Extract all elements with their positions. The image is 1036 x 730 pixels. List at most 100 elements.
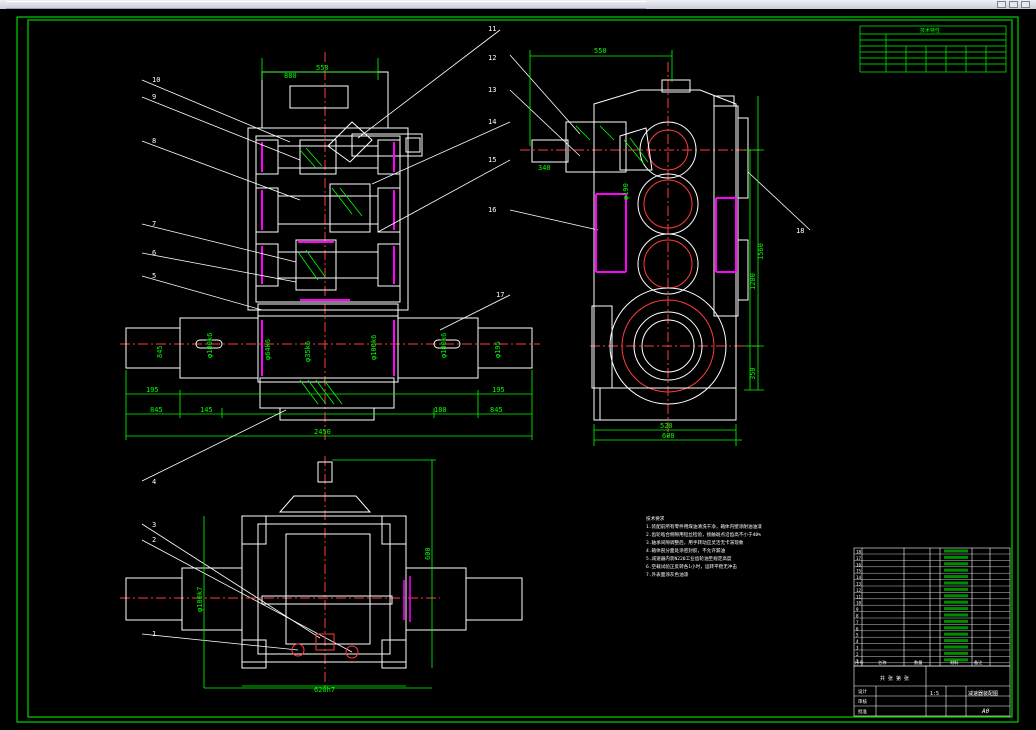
dim-side-phi-190: φ190: [622, 183, 630, 200]
dim-phi-106: φ106k6: [370, 335, 378, 360]
parts-row-number: 6: [856, 626, 859, 631]
dim-side-top: 550: [594, 47, 607, 55]
drawing-title: 减速器装配图: [968, 690, 998, 697]
parts-row-number: 1: [856, 658, 859, 663]
balloon-1: 1: [152, 630, 156, 638]
maximize-button[interactable]: [1009, 1, 1018, 8]
parts-row-number: 10: [856, 601, 862, 606]
balloon-7: 7: [152, 220, 156, 228]
parts-row-number: 7: [856, 620, 859, 625]
technical-spec-table: [859, 25, 1007, 73]
dim-side-350: 350: [749, 367, 757, 380]
balloon-17: 17: [496, 291, 504, 299]
balloon-11: 11: [488, 25, 496, 33]
close-button[interactable]: [1021, 1, 1030, 8]
parts-row-number: 13: [856, 582, 862, 587]
dim-195-right: 195: [492, 386, 505, 394]
tb-label-check: 审核: [858, 698, 867, 705]
parts-header-cell: 名称: [878, 659, 886, 666]
dim-phi-35: φ35k6: [304, 341, 312, 362]
tb-label-approve: 批准: [858, 708, 867, 715]
parts-row-number: 18: [856, 550, 862, 555]
parts-row-material-text: [944, 581, 968, 585]
dim-phi-180-right: φ180k6: [440, 333, 448, 358]
title-block[interactable]: [853, 665, 1011, 717]
balloon-16: 16: [488, 206, 496, 214]
front-dimensions: [125, 58, 533, 440]
dimension-texts: 880 550 195 195 845 145 180 845 2450 550…: [146, 47, 675, 694]
balloon-12: 12: [488, 54, 496, 62]
parts-row-material-text: [944, 645, 968, 649]
dim-side-1200: 1200: [749, 273, 757, 290]
tech-req-line-7: 7.外表面涂灰色油漆: [646, 571, 689, 578]
dim-front-top: 880: [284, 72, 297, 80]
balloon-2: 2: [152, 536, 156, 544]
model-space-background: [0, 9, 1036, 730]
parts-list-rows: 181716151413121110987654321序号名称数量材料备注: [854, 549, 1010, 666]
parts-row-material-text: [944, 607, 968, 611]
dim-side-600: 600: [662, 432, 675, 440]
balloon-8: 8: [152, 137, 156, 145]
minimize-button[interactable]: [997, 1, 1006, 8]
balloon-leaders: [141, 29, 811, 653]
bevel-gear: [327, 121, 373, 163]
parts-header-cell: 序号: [855, 659, 863, 666]
balloon-4: 4: [152, 478, 156, 486]
parts-row-material-text: [944, 639, 968, 643]
balloon-9: 9: [152, 93, 156, 101]
parts-row-material-text: [944, 562, 968, 566]
balloon-6: 6: [152, 249, 156, 257]
output-shaft-right-end: [477, 327, 533, 369]
dim-845-right: 845: [490, 406, 503, 414]
parts-header-cell: 备注: [974, 659, 983, 666]
balloon-3: 3: [152, 521, 156, 529]
technical-requirements: 技术要求 1.装配前所有零件用煤油清洗干净，箱体内壁涂耐油油漆 2.齿轮啮合侧隙…: [646, 515, 762, 578]
parts-row-material-text: [944, 555, 968, 559]
side-housing-outline: [593, 89, 737, 421]
parts-row-number: 17: [856, 556, 862, 561]
inner-border: [27, 19, 1013, 718]
tech-req-line-2: 2.齿轮啮合侧隙用铅丝检验，接触斑点沿齿高不小于40%: [646, 531, 761, 538]
window-controls: [997, 1, 1030, 8]
parts-row-material-text: [944, 575, 968, 579]
front-section-view[interactable]: [120, 52, 540, 440]
dim-plan-600: 600: [424, 547, 432, 560]
parts-row-material-text: [944, 587, 968, 591]
rotated-dimension-texts: 845 φ180k6 φ64k6 φ35k6 φ106k6 φ180k6 φ19…: [156, 183, 765, 612]
parts-row-material-text: [944, 658, 968, 662]
parts-row-number: 11: [856, 594, 862, 599]
titlebar-strip: [6, 1, 646, 9]
balloon-labels: 10 9 8 7 6 5 4 3 2 1 11 12 13 14 15 16 1…: [152, 25, 804, 638]
dim-phi-180-left: φ180k6: [206, 333, 214, 358]
parts-row-number: 3: [856, 646, 859, 651]
tech-req-title: 技术要求: [646, 515, 665, 522]
dim-phi-195-right: φ195: [494, 341, 502, 358]
dim-195-left: 195: [146, 386, 159, 394]
output-bearing-bore: [609, 287, 727, 405]
side-view[interactable]: [520, 50, 764, 446]
parts-header-cell: 数量: [914, 659, 922, 666]
parts-row-number: 4: [856, 639, 859, 644]
parts-row-number: 9: [856, 607, 859, 612]
dim-845-left: 845: [150, 406, 163, 414]
parts-row-number: 14: [856, 575, 862, 580]
gear-housing: [247, 127, 409, 311]
parts-row-material-text: [944, 549, 968, 553]
dim-total-width: 2450: [314, 428, 331, 436]
plan-top-view[interactable]: [120, 456, 523, 690]
input-bearing-cap: [565, 121, 627, 173]
balloon-18: 18: [796, 227, 804, 235]
parts-row-material-text: [944, 632, 968, 636]
spec-table-title: 技术特性: [920, 27, 940, 34]
balloon-10: 10: [152, 76, 160, 84]
parts-row-number: 5: [856, 633, 859, 638]
dim-plan-phi-180: φ180k7: [196, 587, 204, 612]
dim-side-340: 340: [538, 164, 551, 172]
balloon-14: 14: [488, 118, 496, 126]
dim-front-top2: 550: [316, 64, 329, 72]
parts-row-number: 15: [856, 569, 862, 574]
tech-req-line-1: 1.装配前所有零件用煤油清洗干净，箱体内壁涂耐油油漆: [646, 523, 762, 530]
parts-row-material-text: [944, 613, 968, 617]
dim-side-520: 520: [660, 422, 673, 430]
